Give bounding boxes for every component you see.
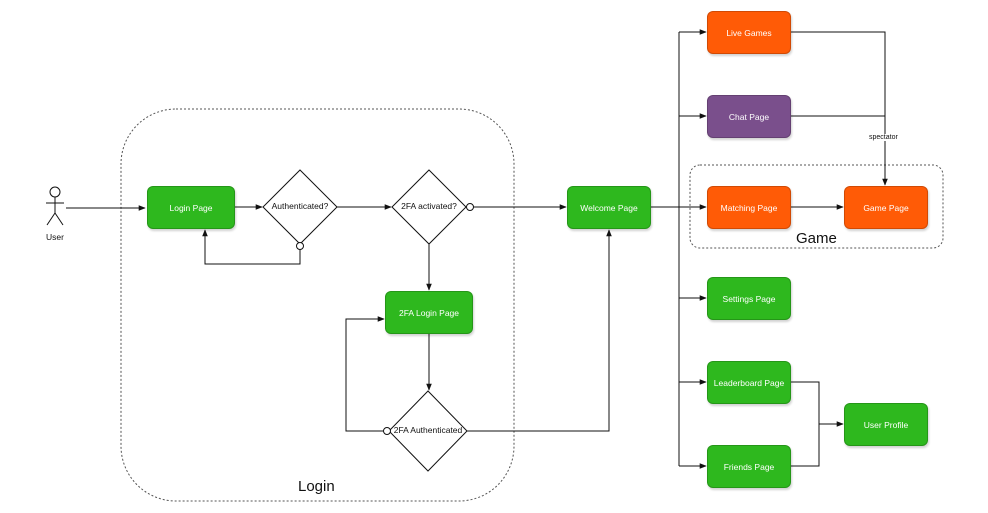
edge-twofa-authenticated-to-welcome (467, 229, 612, 432)
twofa-authenticated-decision-diamond (388, 390, 468, 472)
twofa-login-page-node[interactable]: 2FA Login Page (385, 291, 473, 334)
authenticated-decision-label: Authenticated? (271, 201, 329, 211)
user-actor-icon (46, 186, 64, 226)
edge-port-circle (383, 427, 391, 435)
user-profile-node[interactable]: User Profile (844, 403, 928, 446)
edge-welcome-bus (651, 32, 680, 466)
edge-port-circle (466, 203, 474, 211)
login-page-node[interactable]: Login Page (147, 186, 235, 229)
login-group-title: Login (298, 478, 335, 495)
settings-page-node[interactable]: Settings Page (707, 277, 791, 320)
edge-authenticated-fail-loop (202, 229, 301, 265)
edge-friends-to-profile (791, 421, 844, 467)
user-actor-label: User (46, 232, 64, 242)
live-games-node[interactable]: Live Games (707, 11, 791, 54)
twofa-authenticated-decision-label: 2FA Authenticated (393, 425, 463, 435)
matching-page-node[interactable]: Matching Page (707, 186, 791, 229)
game-group-container (689, 164, 944, 249)
game-page-node[interactable]: Game Page (844, 186, 928, 229)
edge-twofa-authenticated-retry-loop (345, 316, 385, 432)
game-group-title: Game (796, 230, 837, 247)
login-group-container (120, 108, 515, 502)
edge-port-circle (296, 242, 304, 250)
spectator-edge-label: spectator (868, 134, 899, 141)
edge-leaderboard-to-profile (791, 381, 820, 424)
welcome-page-node[interactable]: Welcome Page (567, 186, 651, 229)
edge-live-games-to-game (791, 31, 888, 186)
chat-page-node[interactable]: Chat Page (707, 95, 791, 138)
friends-page-node[interactable]: Friends Page (707, 445, 791, 488)
leaderboard-page-node[interactable]: Leaderboard Page (707, 361, 791, 404)
twofa-activated-decision-label: 2FA activated? (401, 201, 457, 211)
